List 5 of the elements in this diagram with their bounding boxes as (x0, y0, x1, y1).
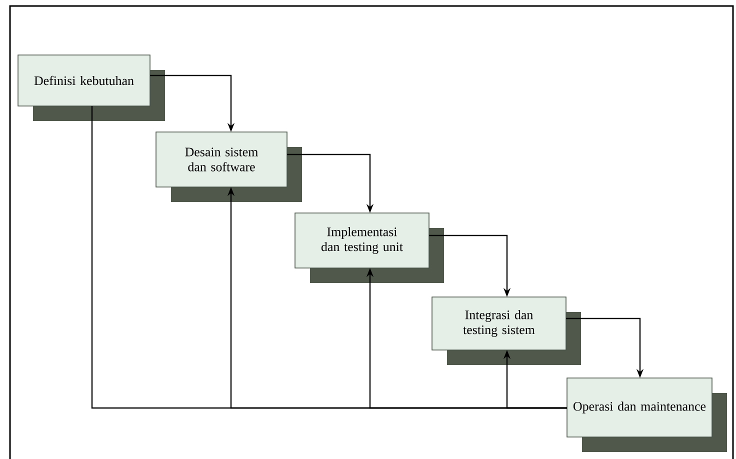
process-box: Definisi kebutuhan (18, 54, 165, 121)
process-box: Integrasi dan testing sistem (432, 296, 581, 365)
process-box: Desain sistem dan software (156, 132, 302, 202)
process-box: Implementasi dan testing unit (294, 212, 444, 283)
process-box: Operasi dan maintenance (566, 378, 727, 452)
